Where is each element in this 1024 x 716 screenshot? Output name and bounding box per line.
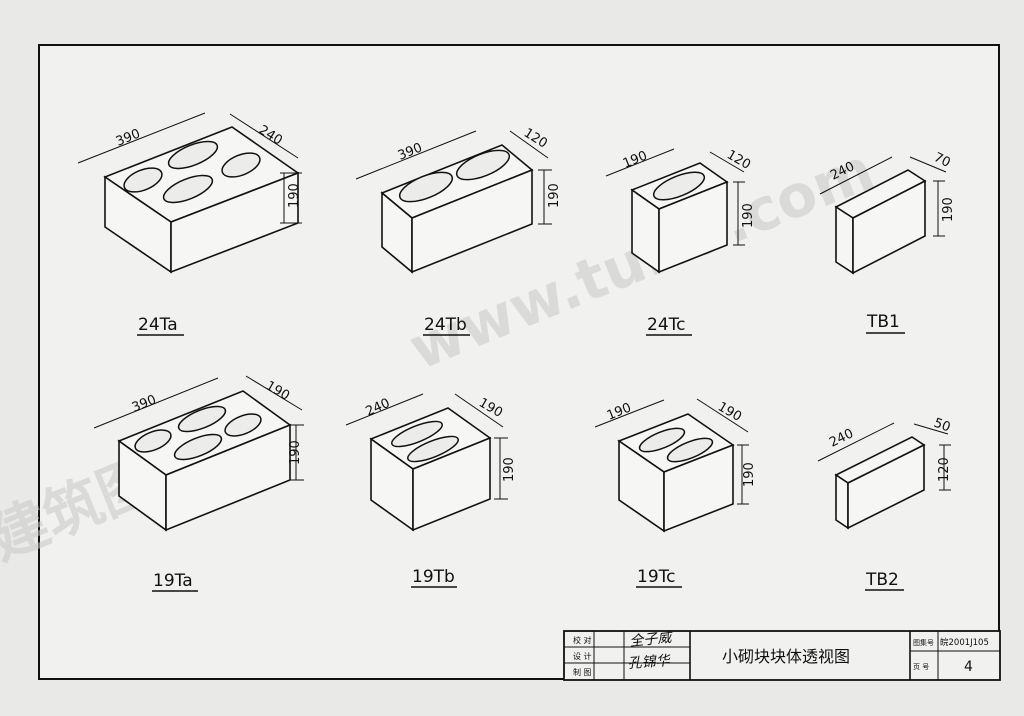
core-hole [134,429,172,453]
core-hole [221,152,261,178]
dim-width: 190 [715,399,744,424]
core-hole [167,140,219,170]
dim-length: 390 [130,393,159,416]
block-19tb: 240 190 190 19Tb [345,393,517,588]
block-label: 19Tc [637,567,675,587]
dim-height: 190 [741,203,756,228]
row-design-label: 设 计 [573,651,592,661]
dim-length: 390 [114,127,143,150]
block-label: 24Tb [424,315,467,335]
dim-width: 120 [521,126,550,152]
core-hole [391,420,443,448]
dim-width: 190 [263,378,292,403]
dim-height: 190 [742,462,757,487]
block-24ta: 390 240 190 24Ta [77,112,302,336]
dim-width: 190 [476,395,505,420]
dim-length: 240 [827,426,856,450]
dim-height: 120 [937,457,952,482]
block-label: TB1 [866,312,900,332]
block-19tc: 190 190 190 19Tc [594,398,757,588]
block-label: 24Ta [138,315,178,335]
dim-height: 190 [941,197,956,222]
signature-checker: 全子威 [629,629,674,650]
block-19ta: 390 190 190 19Ta [93,375,304,592]
dim-height: 190 [288,440,303,465]
core-hole [455,149,511,181]
dim-length: 240 [364,396,393,420]
block-label: TB2 [865,570,899,590]
signature-designer: 孔锦华 [627,653,672,672]
dim-width: 50 [932,416,953,436]
atlas-no: 皖2001J105 [940,637,989,648]
block-tb1: 240 70 190 TB1 [819,150,956,334]
block-label: 19Tb [412,567,455,587]
dim-length: 190 [605,401,634,424]
block-tb2: 240 50 120 TB2 [817,416,953,591]
dim-length: 190 [621,149,650,172]
page-no: 4 [964,659,973,675]
page-no-label: 页 号 [913,663,929,671]
block-label: 19Ta [153,571,193,591]
dim-height: 190 [287,183,302,208]
dim-height: 190 [502,457,517,482]
block-label: 24Tc [647,315,685,335]
row-check-label: 校 对 [573,635,592,645]
block-24tb: 390 120 190 24Tb [355,126,562,336]
core-hole [123,167,163,193]
core-hole [162,174,214,204]
title-block: 校 对 设 计 制 图 全子威 孔锦华 小砌块块体透视图 图集号 皖2001J1… [563,629,1001,681]
core-hole [224,413,262,437]
core-hole [652,171,706,201]
core-hole [398,171,454,203]
core-hole [638,427,686,453]
core-hole [407,435,459,463]
drawing-title: 小砌块块体透视图 [722,647,850,666]
core-hole [177,405,227,433]
dim-length: 390 [396,141,425,164]
atlas-no-label: 图集号 [913,638,934,647]
dim-width: 70 [931,150,952,171]
core-hole [173,433,223,461]
core-hole [666,437,714,463]
dim-width: 240 [256,123,285,149]
row-draw-label: 制 图 [573,667,592,677]
dim-height: 190 [547,183,562,208]
